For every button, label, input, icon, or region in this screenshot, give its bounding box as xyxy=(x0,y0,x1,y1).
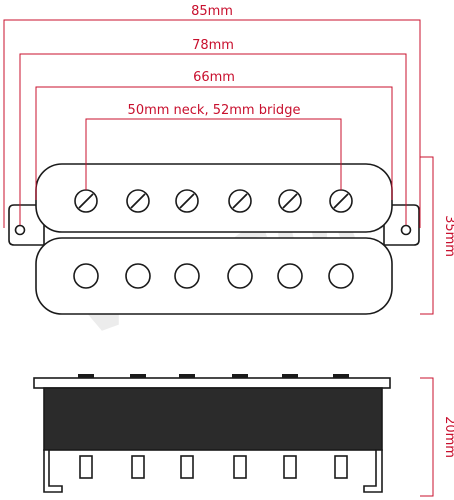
slug-pole xyxy=(125,263,151,289)
screw-poles xyxy=(74,189,353,213)
pole-screw xyxy=(131,455,145,479)
dim-label-mount: 78mm xyxy=(192,38,234,53)
pole-tops xyxy=(78,374,349,378)
slug-poles xyxy=(73,263,354,289)
pole-top xyxy=(282,374,298,378)
dim-label-width: 35mm xyxy=(442,215,454,257)
slug-pole xyxy=(73,263,99,289)
slug-pole xyxy=(174,263,200,289)
pole-top xyxy=(130,374,146,378)
pole-coil xyxy=(35,237,393,315)
pole-screws-below xyxy=(79,455,348,479)
dim-line-mount xyxy=(19,53,407,225)
dim-line-width xyxy=(420,156,434,315)
pole-screw xyxy=(283,455,297,479)
mounting-leg-left xyxy=(43,449,63,493)
pole-screw xyxy=(233,455,247,479)
mounting-hole-left xyxy=(14,224,26,236)
pole-screw xyxy=(334,455,348,479)
screw-pole xyxy=(175,189,199,213)
mounting-ear-right xyxy=(383,204,420,246)
dim-label-height: 20mm xyxy=(442,416,454,458)
pole-top xyxy=(232,374,248,378)
dim-line-overall xyxy=(3,19,421,228)
pole-screw xyxy=(79,455,93,479)
base-plate xyxy=(33,377,391,389)
mounting-ear-left xyxy=(8,204,45,246)
pole-screw xyxy=(180,455,194,479)
mounting-leg-right xyxy=(363,449,383,493)
screw-pole xyxy=(126,189,150,213)
screw-pole xyxy=(278,189,302,213)
mounting-hole-right xyxy=(400,224,412,236)
dim-label-cover: 66mm xyxy=(193,70,235,85)
screw-pole xyxy=(228,189,252,213)
screw-pole xyxy=(74,189,98,213)
pole-top xyxy=(179,374,195,378)
pole-top xyxy=(78,374,94,378)
dim-label-overall: 85mm xyxy=(191,4,233,19)
dim-line-cover xyxy=(35,86,393,200)
slug-pole xyxy=(328,263,354,289)
dim-line-height xyxy=(420,377,434,497)
slug-pole xyxy=(227,263,253,289)
pole-top xyxy=(333,374,349,378)
dim-line-pole-spacing xyxy=(85,118,342,190)
screw-pole xyxy=(329,189,353,213)
slug-pole xyxy=(277,263,303,289)
dim-label-pole-spacing: 50mm neck, 52mm bridge xyxy=(128,103,301,118)
coil-body xyxy=(43,387,383,451)
